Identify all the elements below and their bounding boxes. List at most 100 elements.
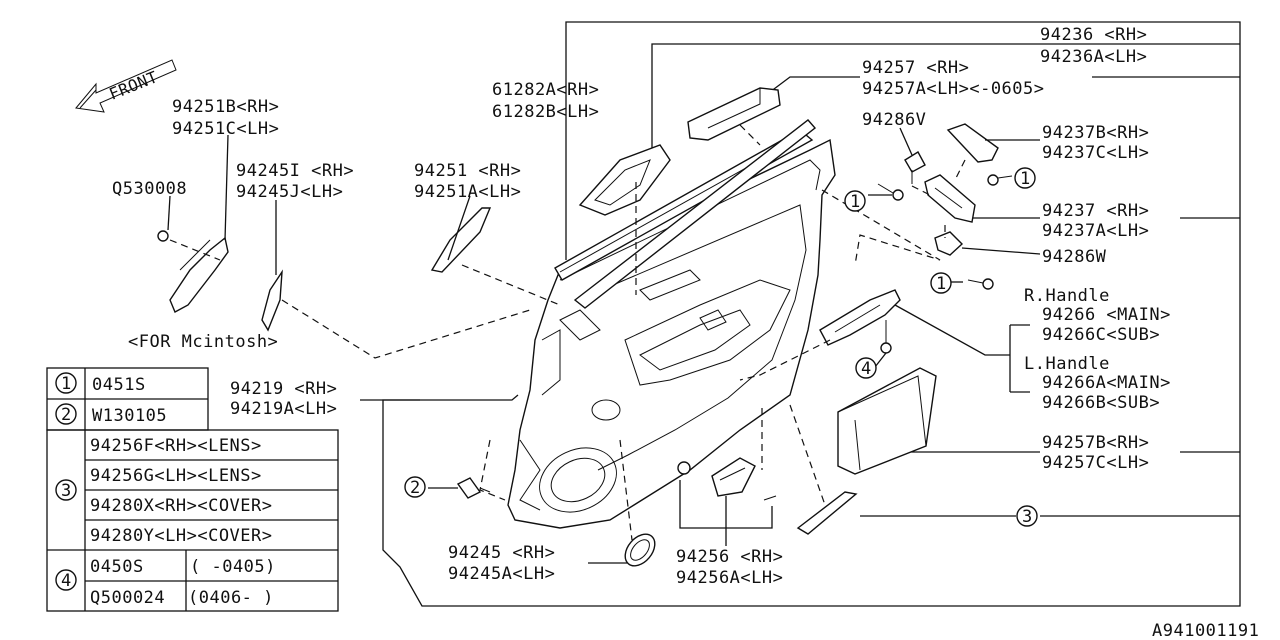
label-94251-rh: 94251 <RH> [414, 161, 521, 181]
legend-row-4: 4 0450S ( -0405) Q500024 (0406- ) [55, 557, 276, 608]
guide-dash [911, 185, 931, 196]
pull-handle-94266 [819, 289, 901, 354]
label-94237a-lh: 94237A<LH> [1042, 221, 1149, 241]
label-q530008: Q530008 [112, 179, 187, 199]
legend-part: 0450S [90, 557, 144, 577]
legend-row-2: 2 W130105 [55, 403, 167, 426]
guide-dash [789, 404, 826, 506]
label-l-handle: L.Handle [1024, 354, 1110, 374]
label-94286w: 94286W [1042, 247, 1107, 267]
inner-handle-cover-94236 [578, 144, 671, 216]
label-94237c-lh: 94237C<LH> [1042, 143, 1149, 163]
svg-text:1: 1 [850, 192, 861, 212]
guide-dash [954, 159, 966, 181]
label-94266c-sub: 94266C<SUB> [1042, 325, 1160, 345]
legend-range: (0406- ) [188, 588, 274, 608]
legend-part: W130105 [92, 406, 167, 426]
trim-strip-61282 [554, 119, 817, 309]
clip-94286w [934, 231, 964, 256]
label-94236a-lh: 94236A<LH> [1040, 47, 1147, 67]
label-94219a-lh: 94219A<LH> [230, 399, 337, 419]
svg-text:1: 1 [936, 274, 947, 294]
frame-line [382, 21, 1241, 607]
svg-text:4: 4 [61, 571, 72, 591]
door-pocket-94257b [837, 367, 937, 475]
legend-part: Q500024 [90, 588, 165, 608]
screw-icon [877, 183, 904, 201]
lens-cover-94256f [796, 491, 858, 535]
label-for-mcintosh: <FOR Mcintosh> [128, 332, 278, 352]
mcintosh-dash [461, 264, 561, 306]
svg-text:3: 3 [61, 481, 72, 501]
legend-table [46, 367, 339, 612]
legend-part: 94280Y<LH><COVER> [90, 526, 273, 546]
callout-2: 2 [404, 476, 426, 498]
guide-dash [739, 124, 761, 146]
svg-text:1: 1 [1020, 169, 1031, 189]
tweeter-94245i [261, 269, 283, 332]
tweeter-cover-94251b [157, 230, 229, 313]
guide-dash [739, 339, 831, 381]
label-94266a-main: 94266A<MAIN> [1042, 373, 1171, 393]
leader-94251b [224, 134, 229, 241]
label-94257b-rh: 94257B<RH> [1042, 433, 1149, 453]
guide-dash [619, 439, 633, 541]
armrest-top-94257 [687, 87, 781, 141]
leader-94286w [961, 247, 1041, 255]
door-trim-panel [507, 138, 836, 529]
bezel-cap-94237b [946, 123, 999, 163]
guide-dash [479, 439, 506, 501]
label-61282a-rh: 61282A<RH> [492, 80, 599, 100]
guide-dash [169, 239, 221, 261]
leader-94251 [447, 195, 471, 261]
svg-text:2: 2 [61, 405, 72, 425]
screw-icon [987, 174, 1013, 186]
label-94257c-lh: 94257C<LH> [1042, 453, 1149, 473]
label-94219-rh: 94219 <RH> [230, 379, 337, 399]
label-r-handle: R.Handle [1024, 286, 1110, 306]
label-94257-rh: 94257 <RH> [862, 58, 969, 78]
legend-part: 0451S [92, 375, 146, 395]
leader-94219 [360, 394, 519, 401]
leader-94286v [899, 127, 913, 156]
diagram-id: A941001191 [1152, 621, 1259, 640]
label-94237-rh: 94237 <RH> [1042, 201, 1149, 221]
legend-row-1: 1 0451S [55, 372, 146, 395]
label-94256a-lh: 94256A<LH> [676, 568, 783, 588]
svg-text:3: 3 [1022, 507, 1033, 527]
label-94245i-rh: 94245I <RH> [236, 161, 354, 181]
callout-4: 4 [855, 357, 877, 379]
label-61282b-lh: 61282B<LH> [492, 102, 599, 122]
label-94251a-lh: 94251A<LH> [414, 182, 521, 202]
callout-1: 1 [844, 190, 866, 212]
label-94245j-lh: 94245J<LH> [236, 182, 343, 202]
label-94251c-lh: 94251C<LH> [172, 119, 279, 139]
switch-bezel-94237 [924, 174, 976, 223]
leader-handle [894, 304, 1010, 356]
leader-94257-part [769, 76, 860, 93]
leader-94236-to-part [651, 43, 1180, 150]
clip-w130105 [456, 477, 491, 499]
svg-text:2: 2 [410, 478, 421, 498]
legend-part: 94256F<RH><LENS> [90, 436, 262, 456]
callout-3: 3 [1016, 505, 1038, 527]
label-94266b-sub: 94266B<SUB> [1042, 393, 1160, 413]
label-94245-rh: 94245 <RH> [448, 543, 555, 563]
legend-range: ( -0405) [190, 557, 276, 577]
front-arrow-icon [75, 59, 177, 113]
legend-part: 94280X<RH><COVER> [90, 496, 273, 516]
screw-icon [967, 278, 994, 290]
pillar-trim-94251 [430, 207, 492, 273]
guide-dash [821, 189, 941, 266]
label-94257a-lh: 94257A<LH><-0605> [862, 79, 1045, 99]
courtesy-lamp-94256 [677, 457, 777, 501]
leader-q530008 [167, 195, 171, 231]
callout-1: 1 [1014, 167, 1036, 189]
mcintosh-dash [281, 299, 531, 359]
front-label: FRONT [106, 67, 160, 104]
label-94237b-rh: 94237B<RH> [1042, 123, 1149, 143]
label-94251b-rh: 94251B<RH> [172, 97, 279, 117]
legend-row-3: 3 94256F<RH><LENS> 94256G<LH><LENS> 9428… [55, 436, 273, 546]
